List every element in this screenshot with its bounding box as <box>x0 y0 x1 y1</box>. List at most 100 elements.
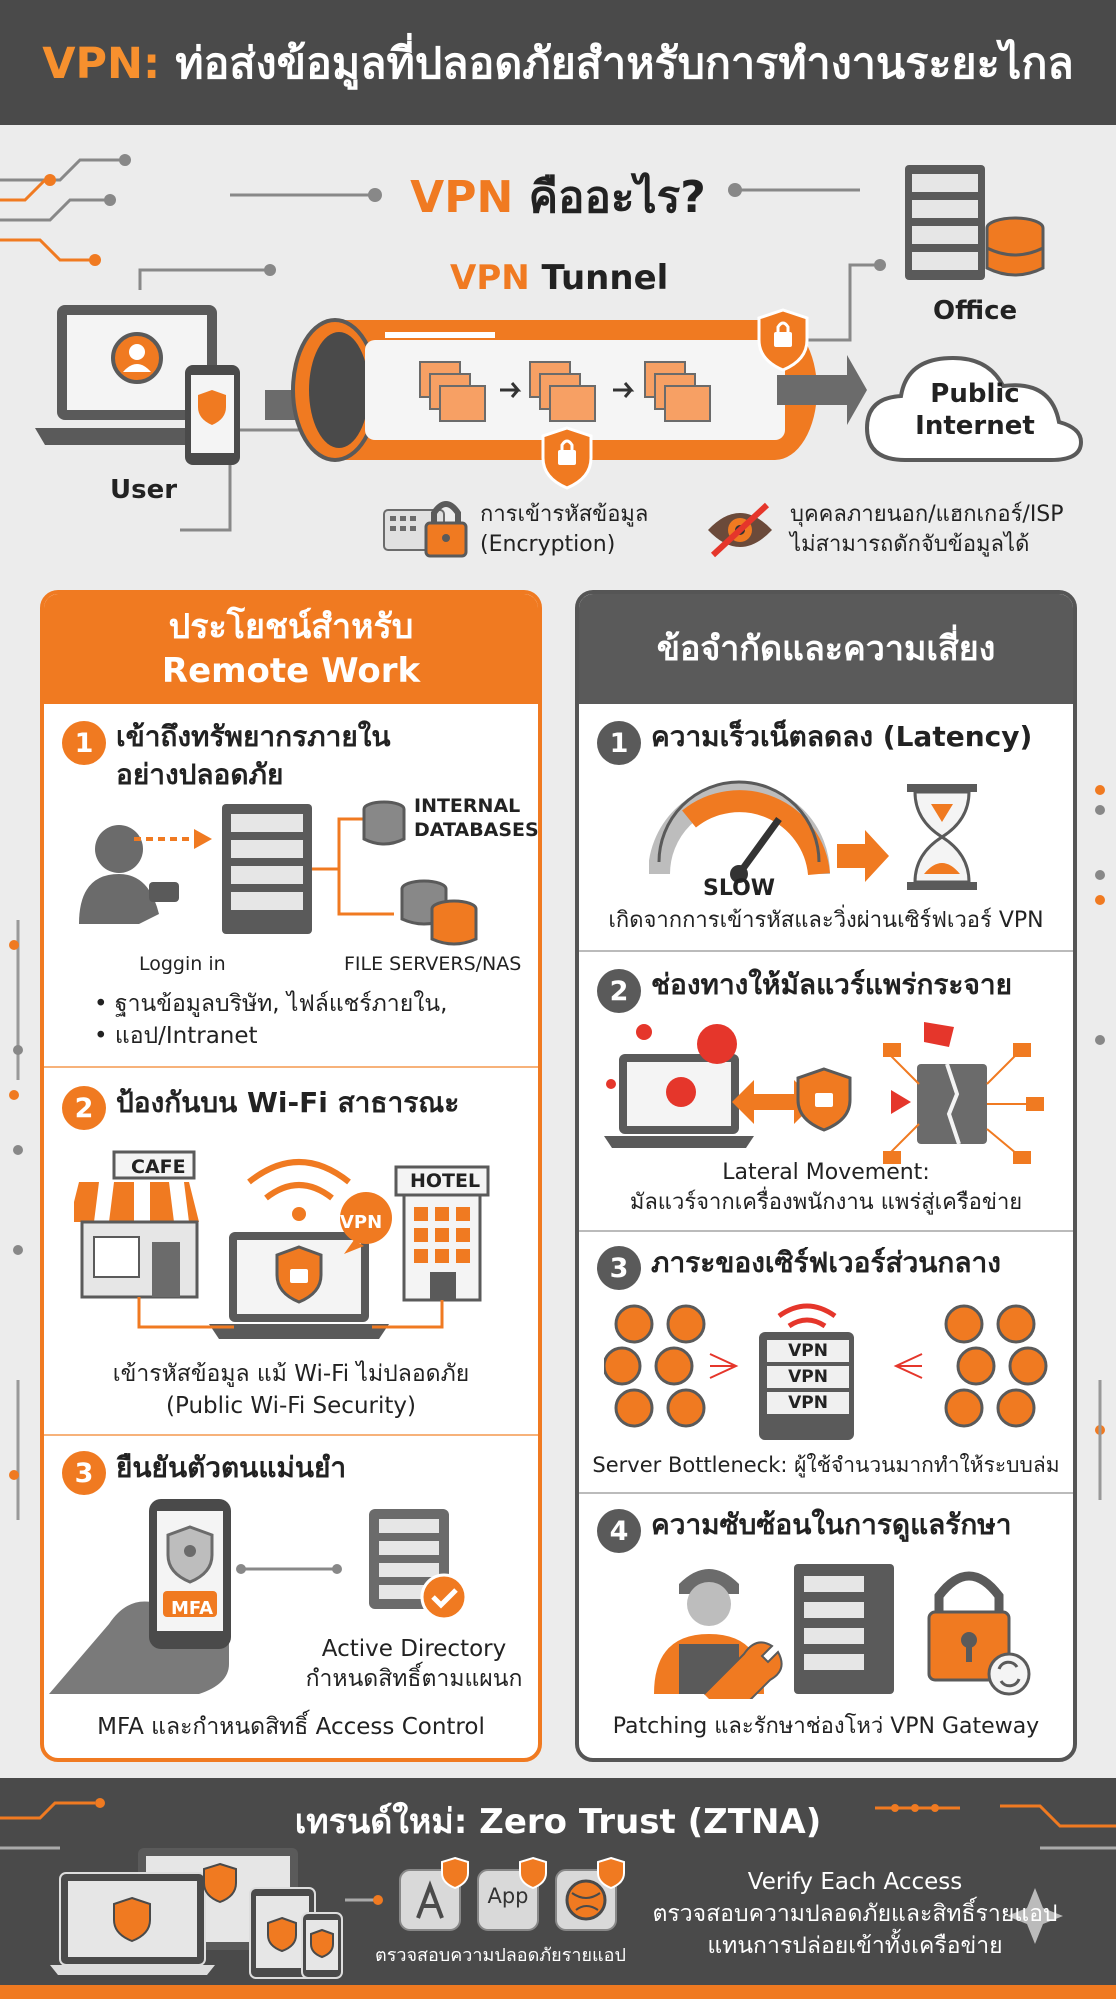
isp-caption: บุคคลภายนอก/แฮกเกอร์/ISP ไม่สามารถดักจับ… <box>790 500 1064 560</box>
verify-line3: แทนการปล่อยเข้าทั้งเครือข่าย <box>707 1933 1003 1959</box>
hotel-sign: HOTEL <box>410 1170 481 1192</box>
apps-caption: ตรวจสอบความปลอดภัยรายแอป <box>375 1945 626 1966</box>
office-server-icon <box>905 165 1045 280</box>
internal-db-label: INTERNAL DATABASES <box>414 794 539 842</box>
risk-3-caption: Server Bottleneck: ผู้ใช้จำนวนมากทำให้ระ… <box>592 1453 1060 1477</box>
file-servers-label: FILE SERVERS/NAS <box>344 953 522 975</box>
risk-3-title: ภาระของเซิร์ฟเวอร์ส่วนกลาง <box>651 1246 1001 1279</box>
active-directory-line1: Active Directory <box>321 1636 507 1662</box>
vpn-server-label: VPN <box>767 1366 849 1388</box>
encryption-line2: (Encryption) <box>480 532 616 557</box>
risk-divider <box>579 1230 1073 1232</box>
benefit-2-title: ป้องกันบน Wi-Fi สาธารณะ <box>116 1086 460 1119</box>
risk-2-number: 2 <box>597 969 641 1013</box>
benefit-divider <box>44 1434 538 1436</box>
office-label: Office <box>933 296 1018 326</box>
cloud-icon <box>865 355 1084 462</box>
risks-header: ข้อจำกัดและความเสี่ยง <box>579 594 1073 704</box>
latency-illustration <box>649 780 977 890</box>
encryption-lock-icon <box>383 501 468 558</box>
blocked-eye-icon <box>708 502 772 558</box>
benefit-3-number: 3 <box>62 1451 106 1495</box>
vpn-badge: VPN <box>340 1212 383 1233</box>
benefit-1-title-line2: อย่างปลอดภัย <box>116 758 284 791</box>
benefit-1-title: เข้าถึงทรัพยากรภายใน อย่างปลอดภัย <box>116 718 391 794</box>
internal-db-line1: INTERNAL <box>414 795 521 817</box>
what-heading-rest: คืออะไร? <box>513 172 706 223</box>
page-header: VPN: ท่อส่งข้อมูลที่ปลอดภัยสำหรับการทำงา… <box>0 0 1116 125</box>
slow-label: SLOW <box>703 876 776 901</box>
user-laptop-icon <box>35 305 240 465</box>
tunnel-label-rest: Tunnel <box>529 258 669 298</box>
benefit-3-title: ยืนยันตัวตนแม่นยำ <box>116 1451 347 1484</box>
cafe-sign: CAFE <box>131 1156 186 1178</box>
benefit-1-title-line1: เข้าถึงทรัพยากรภายใน <box>116 720 391 753</box>
isp-line2: ไม่สามารถดักจับข้อมูลได้ <box>790 532 1030 557</box>
maintenance-illustration <box>654 1564 1031 1699</box>
risk-1-title: ความเร็วเน็ตลดลง (Latency) <box>651 720 1033 753</box>
benefit-1-bullets: • ฐานข้อมูลบริษัท, ไฟล์แชร์ภายใน, • แอป/… <box>94 988 447 1052</box>
tunnel-label-prefix: VPN <box>450 258 530 298</box>
malware-spread-illustration <box>604 1022 1044 1164</box>
internet-line1: Public <box>930 379 1020 409</box>
active-directory-label: Active Directory กำหนดสิทธิ์ตามแผนก <box>294 1634 534 1694</box>
risk-2-title: ช่องทางให้มัลแวร์แพร่กระจาย <box>651 968 1013 1001</box>
footer: เทรนด์ใหม่: Zero Trust (ZTNA) App ตรวจสอ… <box>0 1778 1116 1999</box>
vpn-tunnel-graphic <box>265 308 867 490</box>
risk-3-number: 3 <box>597 1246 641 1290</box>
vpn-server-labels: VPN VPN VPN <box>767 1340 849 1414</box>
risk-divider <box>579 950 1073 952</box>
encryption-caption: การเข้ารหัสข้อมูล (Encryption) <box>480 500 648 560</box>
risk-4-caption: Patching และรักษาช่องโหว่ VPN Gateway <box>612 1714 1040 1739</box>
benefits-panel: ประโยชน์สำหรับ Remote Work 1 เข้าถึงทรัพ… <box>40 590 542 1762</box>
internet-line2: Internet <box>915 411 1035 441</box>
benefit-2-caption-line2: (Public Wi-Fi Security) <box>166 1393 416 1419</box>
benefit-2-caption-line1: เข้ารหัสข้อมูล แม้ Wi-Fi ไม่ปลอดภัย <box>112 1361 470 1387</box>
title-prefix: VPN: <box>42 38 161 89</box>
app-tile-label: App <box>487 1884 529 1908</box>
internal-resources-illustration <box>79 800 478 946</box>
internet-label: Public Internet <box>900 378 1050 442</box>
what-heading-prefix: VPN <box>410 172 514 223</box>
risk-2-caption-line1: Lateral Movement: <box>722 1160 930 1185</box>
risk-4-number: 4 <box>597 1509 641 1553</box>
benefits-header-line1: ประโยชน์สำหรับ <box>168 607 414 647</box>
risks-header-text: ข้อจำกัดและความเสี่ยง <box>656 629 996 669</box>
risk-2-caption: Lateral Movement: มัลแวร์จากเครื่องพนักง… <box>579 1158 1073 1218</box>
benefit-1-number: 1 <box>62 721 106 765</box>
active-directory-line2: กำหนดสิทธิ์ตามแผนก <box>305 1666 523 1692</box>
risk-4-title: ความซับซ้อนในการดูแลรักษา <box>651 1508 1012 1541</box>
benefit-2-caption: เข้ารหัสข้อมูล แม้ Wi-Fi ไม่ปลอดภัย (Pub… <box>44 1358 538 1422</box>
benefit-1-bullet: • แอป/Intranet <box>94 1023 258 1049</box>
login-label: Loggin in <box>139 953 226 975</box>
vpn-server-label: VPN <box>767 1392 849 1414</box>
user-label: User <box>110 475 178 505</box>
encryption-line1: การเข้ารหัสข้อมูล <box>480 502 649 527</box>
page-title: VPN: ท่อส่งข้อมูลที่ปลอดภัยสำหรับการทำงา… <box>42 29 1073 97</box>
benefits-header-line2: Remote Work <box>161 651 421 691</box>
risk-1-caption: เกิดจากการเข้ารหัสและวิ่งผ่านเซิร์ฟเวอร์… <box>608 908 1044 933</box>
left-edge-decoration <box>9 920 23 1520</box>
footer-circuit-decoration <box>0 1798 1116 1979</box>
public-wifi-illustration <box>74 1150 490 1339</box>
risk-2-caption-line2: มัลแวร์จากเครื่องพนักงาน แพร่สู่เครือข่า… <box>629 1190 1023 1215</box>
vpn-server-label: VPN <box>767 1340 849 1362</box>
mfa-label: MFA <box>171 1598 214 1619</box>
risks-panel: ข้อจำกัดและความเสี่ยง 1 ความเร็วเน็ตลดลง… <box>575 590 1077 1762</box>
title-rest: ท่อส่งข้อมูลที่ปลอดภัยสำหรับการทำงานระยะ… <box>160 38 1074 89</box>
benefits-header: ประโยชน์สำหรับ Remote Work <box>44 594 538 704</box>
isp-line1: บุคคลภายนอก/แฮกเกอร์/ISP <box>790 502 1064 527</box>
internal-db-line2: DATABASES <box>414 819 539 841</box>
verify-caption: Verify Each Access ตรวจสอบความปลอดภัยและ… <box>640 1866 1070 1962</box>
mfa-illustration <box>49 1499 468 1694</box>
footer-accent-bar <box>0 1985 1116 1999</box>
benefit-1-bullet: • ฐานข้อมูลบริษัท, ไฟล์แชร์ภายใน, <box>94 991 448 1017</box>
verify-line2: ตรวจสอบความปลอดภัยและสิทธิ์รายแอป <box>652 1901 1058 1927</box>
tunnel-label: VPN Tunnel <box>450 258 668 298</box>
footer-title: เทรนด์ใหม่: Zero Trust (ZTNA) <box>294 1802 822 1842</box>
verify-line1: Verify Each Access <box>747 1869 963 1895</box>
what-heading: VPN คืออะไร? <box>0 162 1116 232</box>
circuit-decoration <box>0 154 886 532</box>
risk-1-number: 1 <box>597 721 641 765</box>
risk-divider <box>579 1492 1073 1494</box>
